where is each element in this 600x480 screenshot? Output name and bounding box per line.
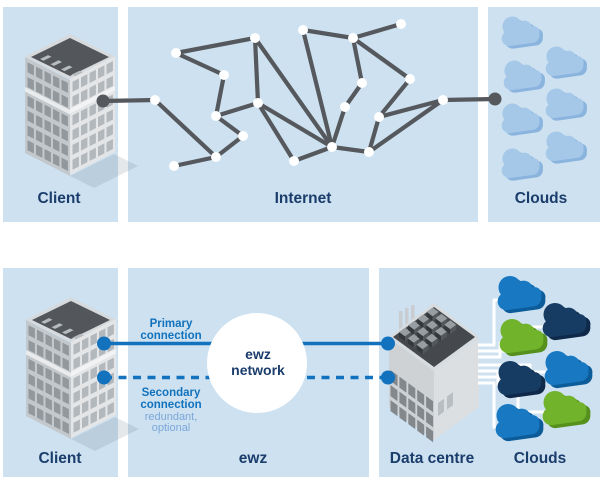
internet-edge <box>350 21 404 41</box>
internet-edge <box>213 72 227 119</box>
ewz-network-label-1: ewz <box>245 346 271 362</box>
server-rack <box>435 313 448 328</box>
primary-label-1: Primary <box>150 318 193 330</box>
internet-node <box>327 142 337 152</box>
datacentre-building-icon <box>389 303 479 443</box>
server-rack <box>399 327 411 342</box>
internet-node <box>169 161 179 171</box>
label-internet: Internet <box>275 190 332 207</box>
internet-node <box>219 70 229 80</box>
server-rack <box>407 334 420 348</box>
internet-edge <box>252 35 261 106</box>
server-rack <box>426 307 439 322</box>
secondary-label-2: connection <box>140 399 201 411</box>
ewz-network-label-2: network <box>231 362 285 378</box>
primary-label-2: connection <box>140 330 201 342</box>
label-ewz: ewz <box>239 450 268 467</box>
internet-edge <box>213 100 261 119</box>
server-rack <box>425 333 438 348</box>
server-rack <box>408 320 421 335</box>
internet-edge <box>213 133 246 160</box>
datacentre-cloud-link <box>478 381 497 429</box>
internet-edge <box>100 97 158 104</box>
internet-edge <box>173 35 258 56</box>
internet-edge <box>173 50 227 78</box>
internet-edge <box>291 144 335 164</box>
server-rack <box>435 327 447 341</box>
connection-dot <box>97 370 111 385</box>
internet-node <box>357 78 367 88</box>
server-rack <box>417 314 430 328</box>
connection-dots <box>97 336 395 385</box>
internet-node <box>171 48 181 58</box>
internet-edge <box>329 144 372 155</box>
secondary-note-2: optional <box>152 422 191 434</box>
internet-node <box>438 95 448 105</box>
internet-edge <box>350 35 413 82</box>
internet-node <box>150 95 160 105</box>
internet-edge <box>255 100 297 164</box>
label-client-top: Client <box>37 190 80 207</box>
label-clouds-top: Clouds <box>515 190 568 207</box>
datacentre-cloud-link <box>478 298 500 347</box>
internet-edge <box>171 154 219 169</box>
internet-node <box>298 25 308 35</box>
internet-node <box>211 111 221 121</box>
internet-node <box>374 112 384 122</box>
internet-node <box>340 102 350 112</box>
internet-node <box>211 152 221 162</box>
internet-edge <box>440 96 498 103</box>
secondary-label-1: Secondary <box>142 387 201 399</box>
internet-edge <box>366 97 446 155</box>
internet-edge <box>376 97 446 120</box>
internet-edge <box>255 100 335 150</box>
label-datacentre: Data centre <box>390 450 475 467</box>
label-clouds-bottom: Clouds <box>514 450 567 467</box>
internet-edge <box>376 76 413 120</box>
internet-edge <box>300 27 335 150</box>
connection-dot <box>381 336 395 351</box>
internet-node <box>405 74 415 84</box>
internet-node <box>238 131 248 141</box>
label-client-bottom: Client <box>38 450 81 467</box>
internet-edge <box>300 27 356 41</box>
internet-node <box>396 19 406 29</box>
connection-endpoint-dot <box>488 92 502 106</box>
internet-node <box>364 147 374 157</box>
internet-node <box>348 33 358 43</box>
server-rack <box>416 340 429 355</box>
connection-dot <box>381 370 395 385</box>
internet-graph <box>96 19 502 171</box>
connection-endpoint-dot <box>96 94 110 108</box>
server-rack <box>444 320 457 335</box>
server-rack <box>417 327 429 342</box>
internet-edge <box>329 104 348 150</box>
connection-dot <box>97 336 111 351</box>
ewz-network-circle <box>207 313 307 413</box>
secondary-note-1: redundant, <box>145 411 198 423</box>
internet-edge <box>350 35 365 86</box>
internet-edge <box>152 97 219 160</box>
internet-node <box>253 98 263 108</box>
internet-edge <box>213 113 246 139</box>
internet-edge <box>366 114 382 155</box>
server-rack <box>426 320 439 335</box>
internet-node <box>250 33 260 43</box>
internet-node <box>289 156 299 166</box>
internet-edge <box>252 35 335 150</box>
